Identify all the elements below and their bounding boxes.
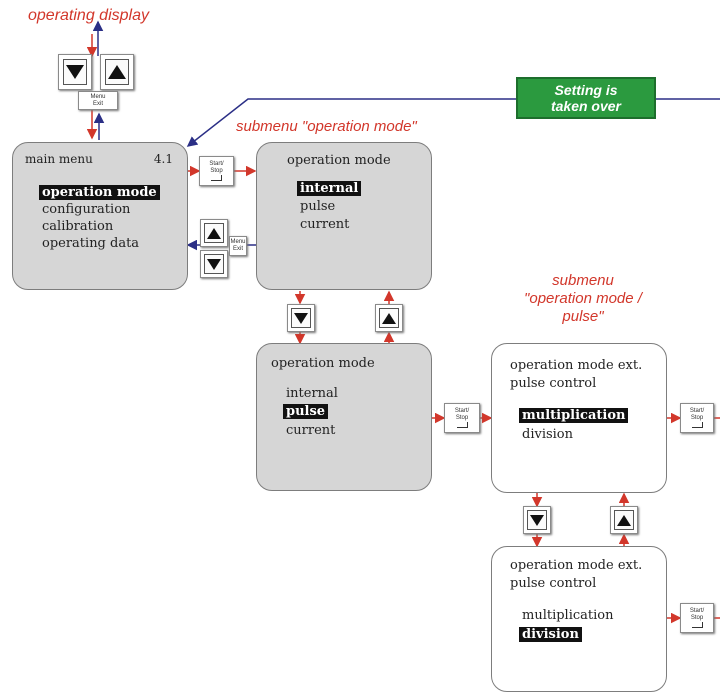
menu-item-operating-data[interactable]: operating data <box>42 236 140 251</box>
main-menu-number: 4.1 <box>153 152 173 166</box>
up-arrow-icon <box>203 222 225 244</box>
operation-mode-title-2: operation mode <box>271 356 375 371</box>
start-stop-key-3[interactable]: Start/ Stop <box>680 403 714 433</box>
menu-exit-line-1: Menu <box>90 93 106 100</box>
start-stop-3-line-1: Start/ <box>689 407 705 414</box>
up-arrow-key-side[interactable] <box>200 219 228 247</box>
option-division-2[interactable]: division <box>519 627 582 642</box>
start-stop-line-1: Start/ <box>209 160 224 167</box>
down-arrow-icon <box>62 59 88 85</box>
option-current-2[interactable]: current <box>286 423 336 438</box>
down-arrow-key-side[interactable] <box>200 250 228 278</box>
up-arrow-key-mid[interactable] <box>375 304 403 332</box>
operation-mode-title-1: operation mode <box>287 153 391 168</box>
up-arrow-key-pulse[interactable] <box>610 506 638 534</box>
up-arrow-icon <box>378 307 400 329</box>
up-arrow-icon <box>104 59 130 85</box>
down-arrow-icon <box>526 509 548 531</box>
start-stop-4-line-2: Stop <box>690 614 704 621</box>
menu-item-configuration[interactable]: configuration <box>42 202 131 217</box>
main-menu-title: main menu <box>25 152 93 166</box>
option-pulse-2[interactable]: pulse <box>283 404 329 419</box>
down-arrow-icon <box>290 307 312 329</box>
return-icon <box>211 175 222 182</box>
up-arrow-icon <box>613 509 635 531</box>
option-current-1[interactable]: current <box>300 217 350 232</box>
pulse-control-panel-1: operation mode ext. pulse control multip… <box>491 343 667 493</box>
banner-line-2: taken over <box>550 98 622 114</box>
menu-exit-key-top[interactable]: Menu Exit <box>78 91 118 110</box>
submenu-operation-mode-label: submenu "operation mode" <box>236 118 417 135</box>
menu-exit-side-line-2: Exit <box>232 246 243 252</box>
option-multiplication-2[interactable]: multiplication <box>522 608 614 623</box>
operation-mode-panel-2: operation mode internal pulse current <box>256 343 432 491</box>
return-icon <box>691 622 703 629</box>
pulse-control-title-1b: pulse control <box>510 376 597 391</box>
option-pulse-1[interactable]: pulse <box>300 199 336 214</box>
main-menu-panel: main menu 4.1 operation mode configurati… <box>12 142 188 290</box>
operation-mode-panel-1: operation mode internal pulse current <box>256 142 432 290</box>
down-arrow-icon <box>203 253 225 275</box>
up-arrow-key-top[interactable] <box>100 54 134 90</box>
menu-item-calibration[interactable]: calibration <box>42 219 114 234</box>
start-stop-key-2[interactable]: Start/ Stop <box>444 403 480 433</box>
down-arrow-key-pulse[interactable] <box>523 506 551 534</box>
return-icon <box>691 422 703 429</box>
start-stop-key-1[interactable]: Start/ Stop <box>199 156 234 186</box>
start-stop-3-line-2: Stop <box>690 414 704 421</box>
start-stop-key-4[interactable]: Start/ Stop <box>680 603 714 633</box>
start-stop-2-line-2: Stop <box>455 414 469 421</box>
menu-exit-key-side[interactable]: Menu Exit <box>229 236 247 256</box>
menu-exit-side-line-1: Menu <box>230 239 246 246</box>
option-multiplication-1[interactable]: multiplication <box>519 408 629 423</box>
submenu-pulse-line-1: submenu <box>552 272 614 289</box>
start-stop-4-line-1: Start/ <box>689 607 705 614</box>
operating-display-label: operating display <box>28 7 149 24</box>
pulse-control-title-1a: operation mode ext. <box>510 358 643 373</box>
option-internal-1[interactable]: internal <box>297 181 362 196</box>
setting-taken-over-banner: Setting is taken over <box>516 77 656 119</box>
submenu-pulse-line-2: "operation mode / <box>524 290 642 307</box>
submenu-pulse-label: submenu "operation mode / pulse" <box>498 272 668 326</box>
pulse-control-panel-2: operation mode ext. pulse control multip… <box>491 546 667 692</box>
start-stop-2-line-1: Start/ <box>454 407 470 414</box>
down-arrow-key-top[interactable] <box>58 54 92 90</box>
option-internal-2[interactable]: internal <box>286 386 338 401</box>
down-arrow-key-mid[interactable] <box>287 304 315 332</box>
pulse-control-title-2a: operation mode ext. <box>510 558 643 573</box>
start-stop-line-2: Stop <box>210 167 223 174</box>
menu-item-operation-mode[interactable]: operation mode <box>39 185 160 200</box>
banner-line-1: Setting is <box>554 81 618 98</box>
option-division-1[interactable]: division <box>522 427 574 442</box>
submenu-pulse-line-3: pulse" <box>562 308 604 325</box>
return-icon <box>456 422 468 429</box>
menu-exit-line-2: Exit <box>92 100 103 107</box>
pulse-control-title-2b: pulse control <box>510 576 597 591</box>
